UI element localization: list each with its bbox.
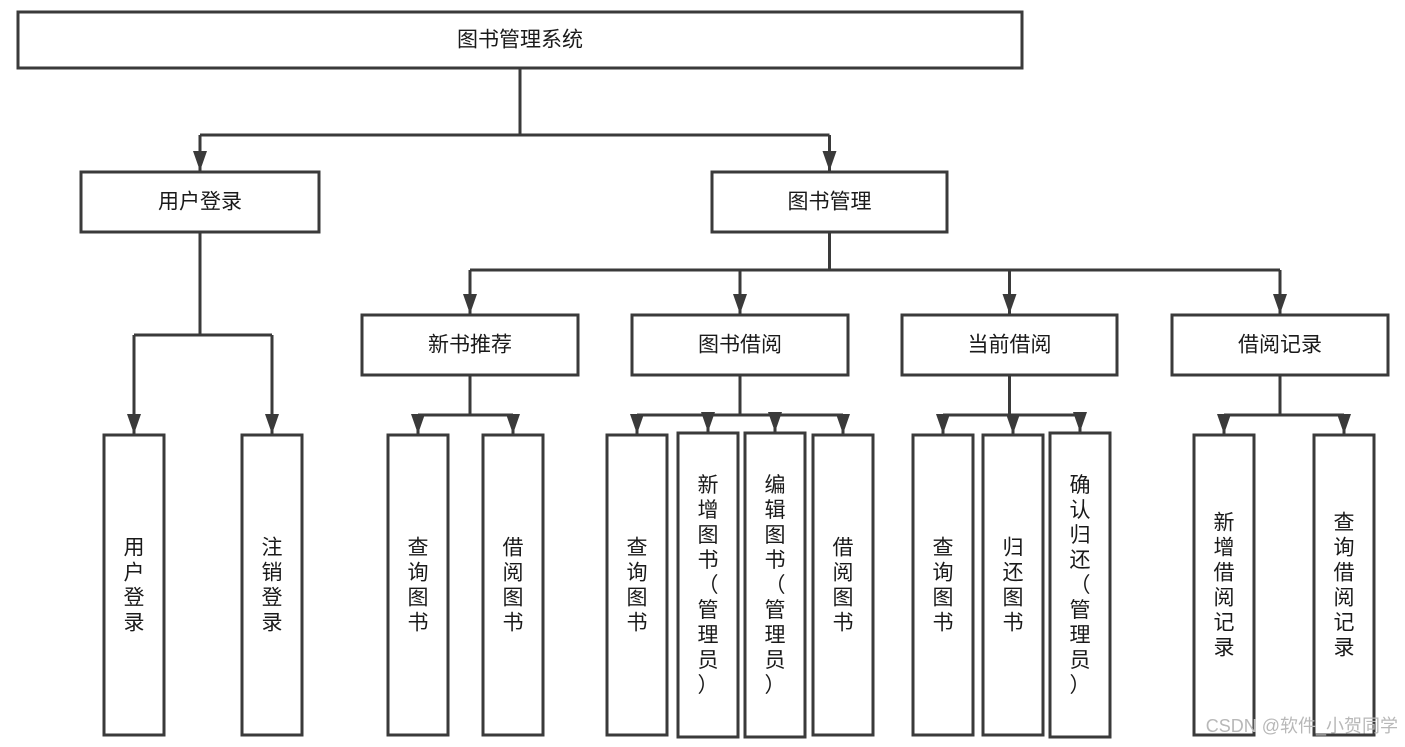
node-book-management[interactable]: 图书管理 — [710, 170, 949, 234]
node-leaf-user-login[interactable]: 用户登录 — [102, 433, 166, 737]
node-label: 新增图书（管理员） — [698, 474, 719, 697]
node-label: 新增借阅记录 — [1214, 512, 1235, 660]
arrow-head-icon — [768, 412, 782, 432]
node-leaf-query-borrow-record[interactable]: 查询借阅记录 — [1312, 433, 1376, 737]
node-label: 归还图书 — [1003, 537, 1024, 635]
node-label: 借阅图书 — [503, 537, 524, 635]
node-label: 图书管理 — [788, 191, 872, 214]
arrow-head-icon — [193, 151, 207, 171]
arrow-head-icon — [701, 412, 715, 432]
node-leaf-query-book-1[interactable]: 查询图书 — [386, 433, 450, 737]
arrow-head-icon — [822, 151, 837, 171]
arrow-head-icon — [733, 294, 747, 314]
arrow-head-icon — [1337, 414, 1351, 434]
node-leaf-add-book-admin[interactable]: 新增图书（管理员） — [676, 431, 740, 739]
node-leaf-confirm-return-admin[interactable]: 确认归还（管理员） — [1048, 431, 1112, 739]
node-book-borrow[interactable]: 图书借阅 — [630, 313, 850, 377]
node-label: 编辑图书（管理员） — [765, 474, 786, 697]
node-label: 确认归还（管理员） — [1070, 474, 1091, 697]
arrow-head-icon — [936, 414, 950, 434]
node-label: 查询借阅记录 — [1334, 512, 1355, 660]
node-label: 借阅图书 — [833, 537, 854, 635]
node-leaf-add-borrow-record[interactable]: 新增借阅记录 — [1192, 433, 1256, 737]
node-current-borrow[interactable]: 当前借阅 — [900, 313, 1119, 377]
node-borrow-record[interactable]: 借阅记录 — [1170, 313, 1390, 377]
node-leaf-query-book-3[interactable]: 查询图书 — [911, 433, 975, 737]
arrow-head-icon — [1073, 412, 1087, 432]
arrow-head-icon — [836, 414, 850, 434]
arrow-head-icon — [1217, 414, 1231, 434]
node-leaf-borrow-book-2[interactable]: 借阅图书 — [811, 433, 875, 737]
node-leaf-borrow-book-1[interactable]: 借阅图书 — [481, 433, 545, 737]
node-label: 当前借阅 — [968, 334, 1052, 357]
arrow-head-icon — [1006, 414, 1020, 434]
node-leaf-query-book-2[interactable]: 查询图书 — [605, 433, 669, 737]
arrow-head-icon — [265, 414, 279, 434]
node-leaf-logout[interactable]: 注销登录 — [240, 433, 304, 737]
arrow-head-icon — [630, 414, 644, 434]
arrow-head-icon — [411, 414, 425, 434]
node-label: 查询图书 — [408, 537, 429, 635]
arrow-head-icon — [1273, 294, 1287, 314]
arrow-head-icon — [463, 294, 477, 314]
node-leaf-edit-book-admin[interactable]: 编辑图书（管理员） — [743, 431, 807, 739]
node-label: 用户登录 — [158, 191, 242, 214]
node-new-book-recommend[interactable]: 新书推荐 — [360, 313, 580, 377]
node-label: 查询图书 — [627, 537, 648, 635]
node-label: 新书推荐 — [428, 334, 512, 357]
arrow-head-icon — [1002, 294, 1017, 314]
node-label: 用户登录 — [124, 537, 145, 635]
node-label: 注销登录 — [262, 537, 283, 635]
node-user-login[interactable]: 用户登录 — [79, 170, 321, 234]
node-root[interactable]: 图书管理系统 — [16, 10, 1024, 70]
arrow-head-icon — [506, 414, 520, 434]
node-label: 借阅记录 — [1238, 334, 1322, 357]
node-label: 查询图书 — [933, 537, 954, 635]
node-leaf-return-book[interactable]: 归还图书 — [981, 433, 1045, 737]
csdn-watermark: CSDN @软件_小贺同学 — [1206, 716, 1398, 737]
arrow-head-icon — [127, 414, 141, 434]
node-label: 图书管理系统 — [457, 29, 583, 52]
node-boxes: 图书管理系统用户登录图书管理新书推荐图书借阅当前借阅借阅记录用户登录注销登录查询… — [16, 10, 1390, 739]
node-label: 图书借阅 — [698, 334, 782, 357]
connector-lines — [127, 68, 1351, 434]
